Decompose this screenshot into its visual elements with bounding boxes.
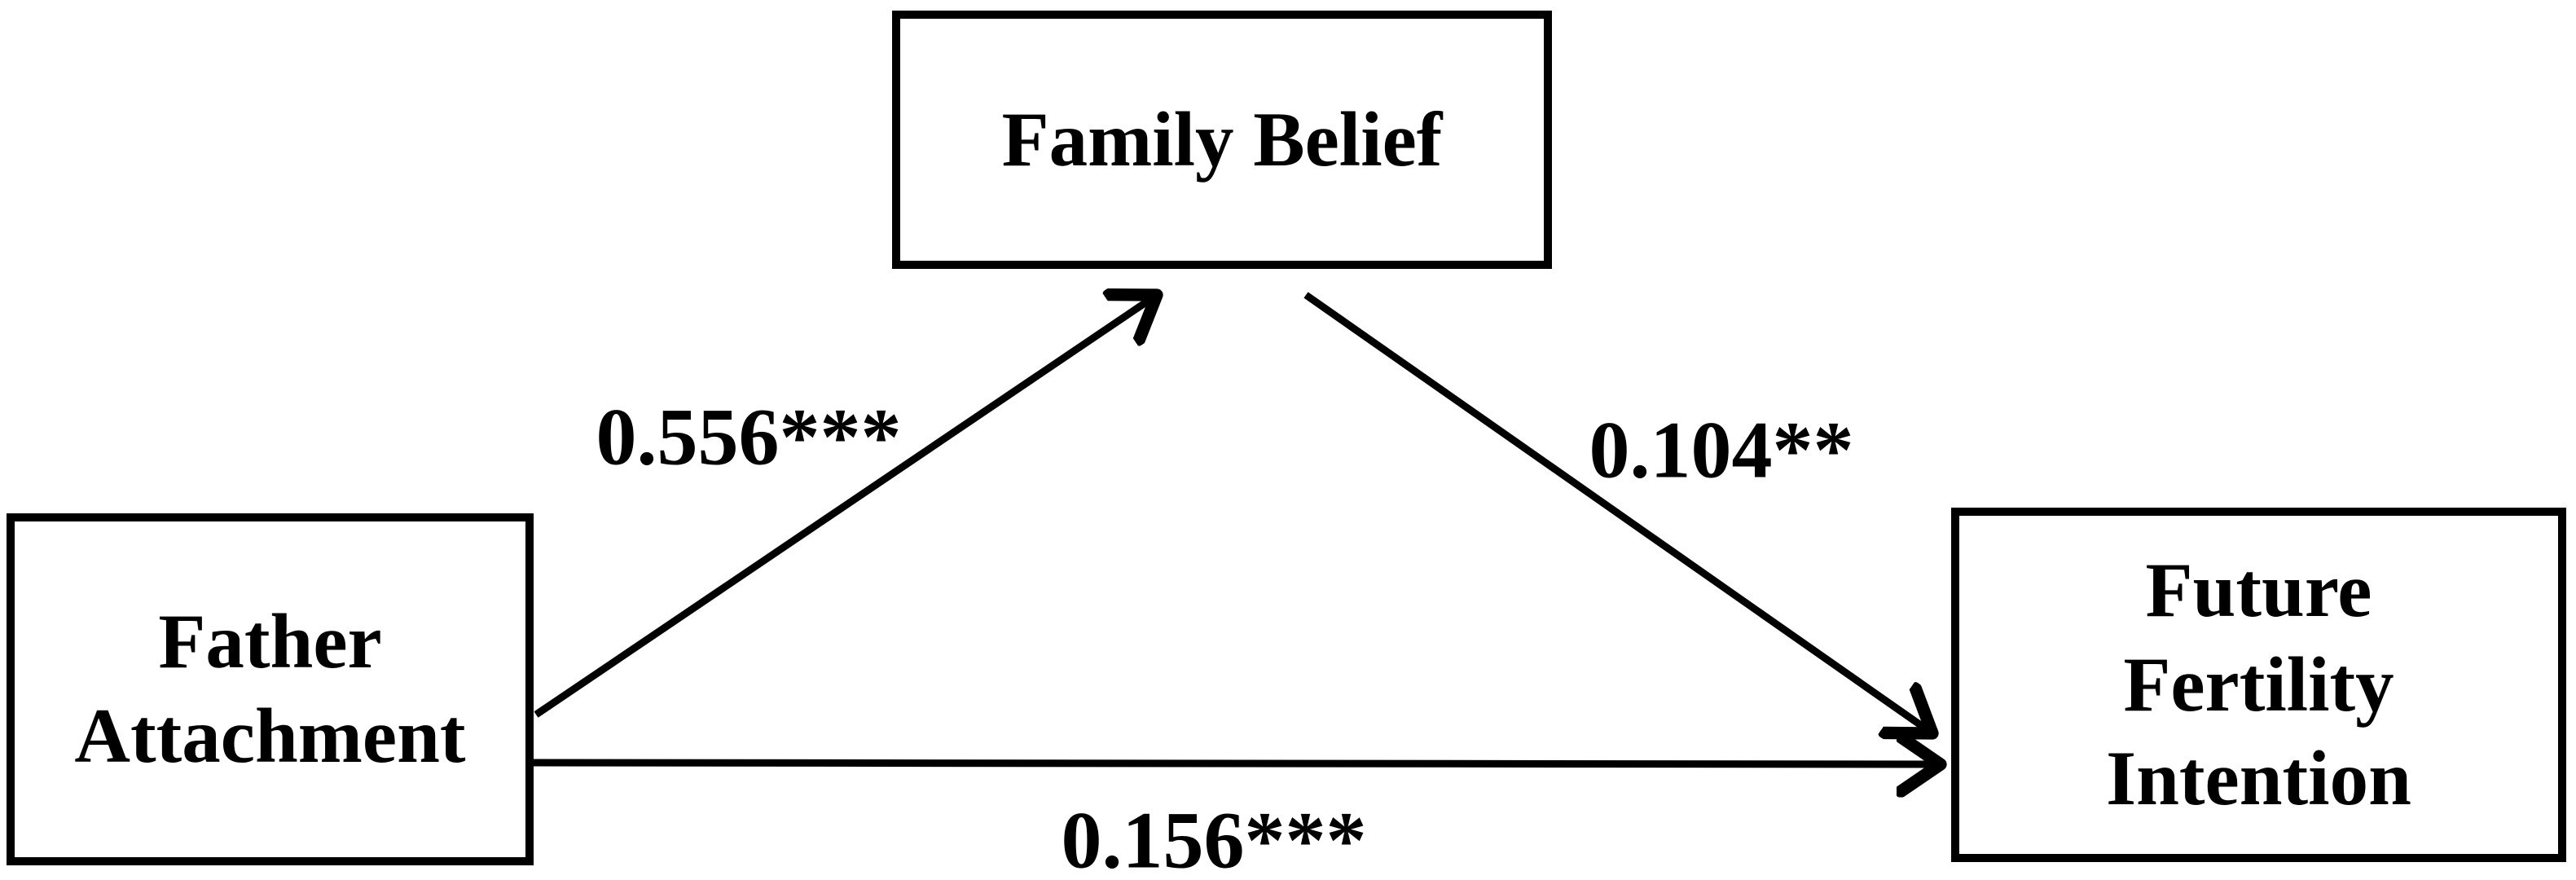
arrow-father-to-belief [534, 295, 1157, 718]
arrow-father-to-intention [533, 763, 1941, 764]
node-father-attachment: Father Attachment [7, 513, 534, 865]
arrow-belief-to-intention [1303, 292, 1932, 733]
node-family-belief: Family Belief [892, 11, 1552, 269]
path-coefficient-father-to-belief: 0.556*** [596, 391, 902, 482]
node-future-fertility-intention: Future Fertility Intention [1951, 508, 2566, 862]
path-coefficient-belief-to-intention: 0.104** [1589, 404, 1854, 495]
path-coefficient-father-to-intention: 0.156*** [1061, 794, 1367, 880]
